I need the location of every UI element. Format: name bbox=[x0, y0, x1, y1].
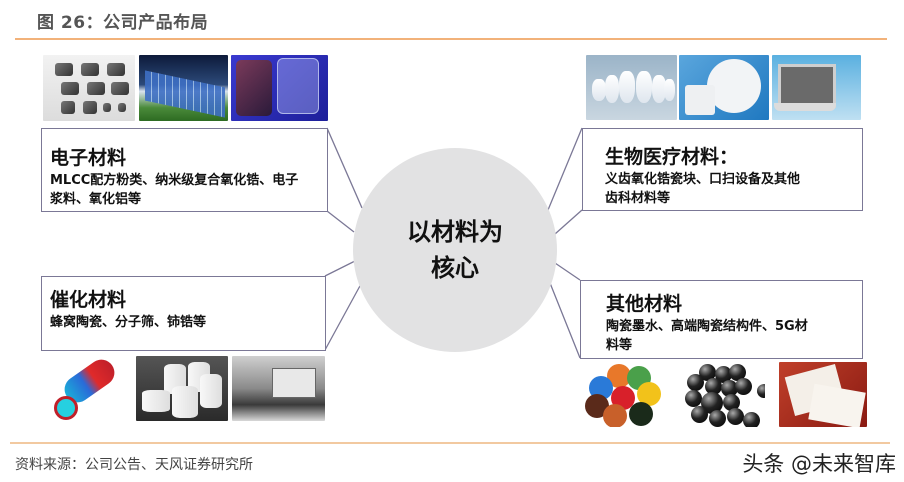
category-title: 其他材料 bbox=[606, 293, 683, 315]
dental-veneers-image bbox=[586, 55, 677, 120]
category-title: 催化材料 bbox=[50, 289, 127, 311]
category-title: 电子材料 bbox=[50, 147, 127, 169]
ceramic-ink-prints-image bbox=[779, 362, 867, 427]
center-core-circle: 以材料为 核心 bbox=[353, 148, 557, 352]
phone-glass-back-image bbox=[231, 55, 328, 121]
category-box-biomedical-materials: 生物医疗材料： 义齿氧化锆瓷块、口扫设备及其他 齿科材料等 bbox=[582, 128, 863, 211]
zirconia-block-image bbox=[679, 55, 769, 120]
solar-panels-image bbox=[139, 55, 228, 121]
connector-line bbox=[554, 209, 583, 235]
category-description-line: 齿科材料等 bbox=[605, 191, 671, 206]
connector-line bbox=[326, 210, 355, 233]
category-title: 生物医疗材料： bbox=[605, 146, 739, 168]
honeycomb-ceramics-image bbox=[136, 356, 228, 421]
footer-divider bbox=[10, 442, 890, 444]
connector-line bbox=[547, 127, 583, 211]
ceramic-balls-image bbox=[665, 362, 765, 427]
connector-line bbox=[324, 260, 356, 277]
title-divider bbox=[15, 38, 887, 40]
source-note: 资料来源：公司公告、天风证券研究所 bbox=[15, 457, 253, 473]
category-description-line: MLCC配方粉类、纳米级复合氧化锆、电子 bbox=[50, 173, 299, 188]
intraoral-scanner-laptop-image bbox=[772, 55, 861, 120]
connector-line bbox=[324, 283, 362, 351]
connector-line bbox=[549, 282, 581, 359]
connector-line bbox=[326, 127, 363, 209]
category-description-line: 陶瓷墨水、高端陶瓷结构件、5G材 bbox=[606, 319, 808, 334]
mlcc-chips-image bbox=[43, 55, 135, 121]
category-description-line: 蜂窝陶瓷、分子筛、铈锆等 bbox=[50, 315, 207, 330]
category-box-electronic-materials: 电子材料 MLCC配方粉类、纳米级复合氧化锆、电子 浆料、氧化铝等 bbox=[41, 128, 328, 212]
category-box-catalytic-materials: 催化材料 蜂窝陶瓷、分子筛、铈锆等 bbox=[41, 276, 326, 351]
category-description-line: 义齿氧化锆瓷块、口扫设备及其他 bbox=[605, 172, 801, 187]
category-description-line: 料等 bbox=[606, 338, 633, 353]
center-label-line1: 以材料为 bbox=[407, 218, 503, 246]
center-label-line2: 核心 bbox=[431, 254, 479, 282]
category-box-other-materials: 其他材料 陶瓷墨水、高端陶瓷结构件、5G材 料等 bbox=[580, 280, 863, 359]
color-pigments-image bbox=[583, 362, 668, 427]
category-description-line: 浆料、氧化铝等 bbox=[50, 192, 142, 207]
bus-exhaust-image bbox=[232, 356, 325, 421]
connector-line bbox=[554, 262, 581, 281]
watermark: 头条 @未来智库 bbox=[742, 452, 896, 476]
figure-title: 图 26：公司产品布局 bbox=[37, 13, 209, 33]
catalytic-converter-diagram-image bbox=[44, 356, 131, 421]
